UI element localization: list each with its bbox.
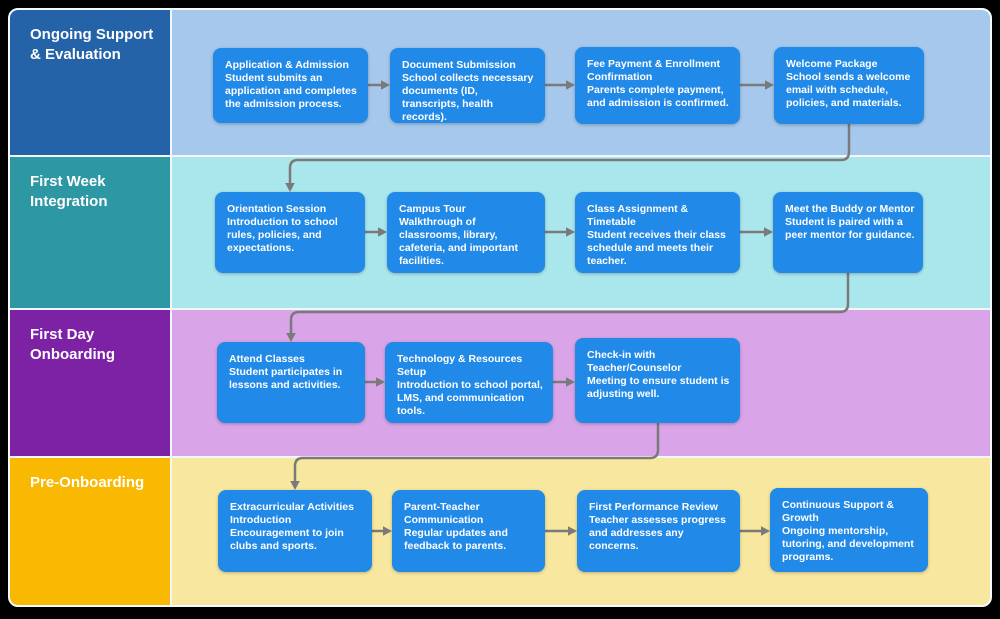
process-box-title: Continuous Support & Growth (782, 499, 894, 525)
process-box-body: Teacher assesses progress and addresses … (589, 514, 726, 553)
process-box-body: Student is paired with a peer mentor for… (785, 216, 915, 242)
lane-label-ongoing-support-evaluation: Ongoing Support & Evaluation (10, 10, 172, 155)
process-box-first-performance-review[interactable]: First Performance Review Teacher assesse… (577, 490, 740, 572)
lane-label-first-week-integration: First Week Integration (10, 157, 172, 308)
lane-label-first-day-onboarding: First Day Onboarding (10, 310, 172, 456)
process-box-body: Regular updates and feedback to parents. (404, 527, 508, 553)
process-box-continuous-support-growth[interactable]: Continuous Support & Growth Ongoing ment… (770, 488, 928, 572)
process-box-body: Student submits an application and compl… (225, 72, 357, 111)
process-box-title: Check-in with Teacher/Counselor (587, 349, 682, 375)
lane-label-pre-onboarding: Pre-Onboarding (10, 458, 172, 605)
process-box-campus-tour[interactable]: Campus Tour Walkthrough of classrooms, l… (387, 192, 545, 273)
process-box-welcome-package[interactable]: Welcome Package School sends a welcome e… (774, 47, 924, 124)
process-box-checkin-teacher-counselor[interactable]: Check-in with Teacher/Counselor Meeting … (575, 338, 740, 423)
process-box-title: Document Submission (402, 59, 516, 71)
process-box-title: Meet the Buddy or Mentor (785, 203, 915, 215)
process-box-document-submission[interactable]: Document Submission School collects nece… (390, 48, 545, 123)
process-box-title: Attend Classes (229, 353, 305, 365)
process-box-body: Student participates in lessons and acti… (229, 366, 343, 392)
process-box-meet-buddy-mentor[interactable]: Meet the Buddy or Mentor Student is pair… (773, 192, 923, 273)
process-box-body: Ongoing mentorship, tutoring, and develo… (782, 525, 914, 564)
lane-ongoing-support-evaluation: Ongoing Support & Evaluation Application… (10, 10, 990, 157)
process-box-title: Extracurricular Activities Introduction (230, 501, 354, 527)
process-box-title: Application & Admission (225, 59, 349, 71)
process-box-title: Parent-Teacher Communication (404, 501, 484, 527)
process-box-body: Meeting to ensure student is adjusting w… (587, 375, 730, 401)
process-box-parent-teacher-communication[interactable]: Parent-Teacher Communication Regular upd… (392, 490, 545, 572)
lane-first-day-onboarding: First Day Onboarding Attend Classes Stud… (10, 310, 990, 458)
process-box-fee-payment[interactable]: Fee Payment & Enrollment Confirmation Pa… (575, 47, 740, 124)
process-box-title: Campus Tour (399, 203, 466, 215)
process-box-body: Student receives their class schedule an… (587, 229, 726, 268)
process-box-title: Welcome Package (786, 58, 878, 70)
process-box-extracurricular-intro[interactable]: Extracurricular Activities Introduction … (218, 490, 372, 572)
process-box-title: Fee Payment & Enrollment Confirmation (587, 58, 721, 84)
process-box-orientation-session[interactable]: Orientation Session Introduction to scho… (215, 192, 365, 273)
process-box-title: Class Assignment & Timetable (587, 203, 689, 229)
process-box-title: First Performance Review (589, 501, 718, 513)
process-box-body: School collects necessary documents (ID,… (402, 72, 534, 124)
process-box-title: Orientation Session (227, 203, 327, 215)
process-box-title: Technology & Resources Setup (397, 353, 523, 379)
process-box-attend-classes[interactable]: Attend Classes Student participates in l… (217, 342, 365, 423)
lane-pre-onboarding: Pre-Onboarding Extracurricular Activitie… (10, 458, 990, 605)
process-box-body: Encouragement to join clubs and sports. (230, 527, 344, 553)
process-box-technology-setup[interactable]: Technology & Resources Setup Introductio… (385, 342, 553, 423)
process-box-body: School sends a welcome email with schedu… (786, 71, 911, 110)
process-box-body: Introduction to school portal, LMS, and … (397, 379, 543, 418)
swimlane-diagram: Ongoing Support & Evaluation Application… (8, 8, 992, 607)
process-box-class-assignment[interactable]: Class Assignment & Timetable Student rec… (575, 192, 740, 273)
process-box-body: Walkthrough of classrooms, library, cafe… (399, 216, 519, 268)
process-box-application-admission[interactable]: Application & Admission Student submits … (213, 48, 368, 123)
lane-first-week-integration: First Week Integration Orientation Sessi… (10, 157, 990, 310)
process-box-body: Introduction to school rules, policies, … (227, 216, 338, 255)
process-box-body: Parents complete payment, and admission … (587, 84, 729, 110)
